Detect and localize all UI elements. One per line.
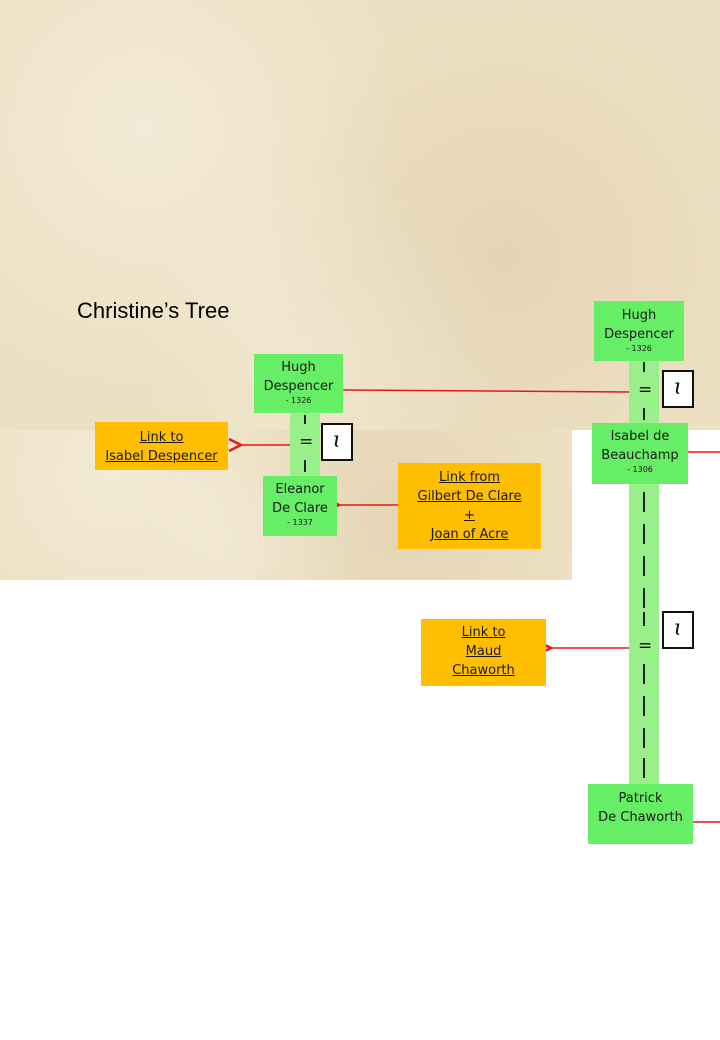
person-eleanor-de-clare: Eleanor De Clare - 1337: [263, 476, 337, 536]
info-icon[interactable]: ɩ: [321, 423, 353, 461]
marriage-line-hugh-isabel: [342, 389, 630, 393]
dash: [643, 664, 645, 684]
person-first-line: Hugh: [621, 308, 657, 323]
person-year: - 1326: [626, 344, 652, 353]
link-to-maud-chaworth[interactable]: Link to Maud Chaworth: [421, 619, 546, 686]
marriage-symbol: =: [638, 380, 653, 400]
info-icon[interactable]: ɩ: [662, 611, 694, 649]
person-second-line: De Clare: [272, 501, 328, 516]
dash: [643, 588, 645, 608]
link-line: Link from: [438, 470, 500, 485]
person-isabel-de-beauchamp: Isabel de Beauchamp - 1306: [592, 423, 688, 484]
person-year: - 1306: [627, 465, 653, 474]
link-line: Chaworth: [452, 663, 515, 678]
link-line: Link to: [139, 430, 184, 445]
dash: [643, 408, 645, 420]
dash: [304, 415, 306, 424]
dash: [643, 362, 645, 372]
link-line: Isabel Despencer: [105, 449, 218, 464]
person-year: - 1337: [287, 518, 313, 527]
marriage-symbol: =: [299, 432, 314, 452]
person-first-line: Isabel de: [610, 429, 670, 444]
person-year: - 1326: [285, 396, 312, 405]
dash: [643, 524, 645, 544]
dash: [643, 556, 645, 576]
link-to-isabel-despencer[interactable]: Link to Isabel Despencer: [95, 422, 228, 470]
person-hugh-despencer-left: Hugh Despencer - 1326: [254, 354, 343, 413]
dash: [643, 728, 645, 748]
dash: [643, 696, 645, 716]
link-from-gilbert-de-clare[interactable]: Link from Gilbert De Clare + Joan of Acr…: [398, 463, 541, 549]
page-title: Christine’s Tree: [77, 298, 230, 323]
person-second-line: Despencer: [263, 379, 334, 394]
link-line: Link to: [461, 625, 506, 640]
person-patrick-de-chaworth: Patrick De Chaworth: [588, 784, 693, 844]
person-second-line: De Chaworth: [598, 810, 683, 825]
dash: [643, 758, 645, 778]
parchment-background: [0, 0, 720, 430]
person-first-line: Hugh: [281, 360, 316, 375]
person-second-line: Despencer: [604, 327, 674, 342]
dash: [643, 492, 645, 512]
person-first-line: Patrick: [618, 791, 663, 806]
link-line: Joan of Acre: [430, 527, 509, 542]
person-second-line: Beauchamp: [601, 448, 679, 463]
link-line: Maud: [465, 644, 502, 659]
info-icon[interactable]: ɩ: [662, 370, 694, 408]
link-line: +: [464, 508, 475, 523]
dash: [643, 612, 645, 626]
person-first-line: Eleanor: [275, 482, 325, 497]
marriage-symbol: =: [638, 636, 653, 656]
dash: [304, 460, 306, 472]
person-hugh-despencer-right: Hugh Despencer - 1326: [594, 301, 684, 361]
link-line: Gilbert De Clare: [417, 489, 522, 504]
